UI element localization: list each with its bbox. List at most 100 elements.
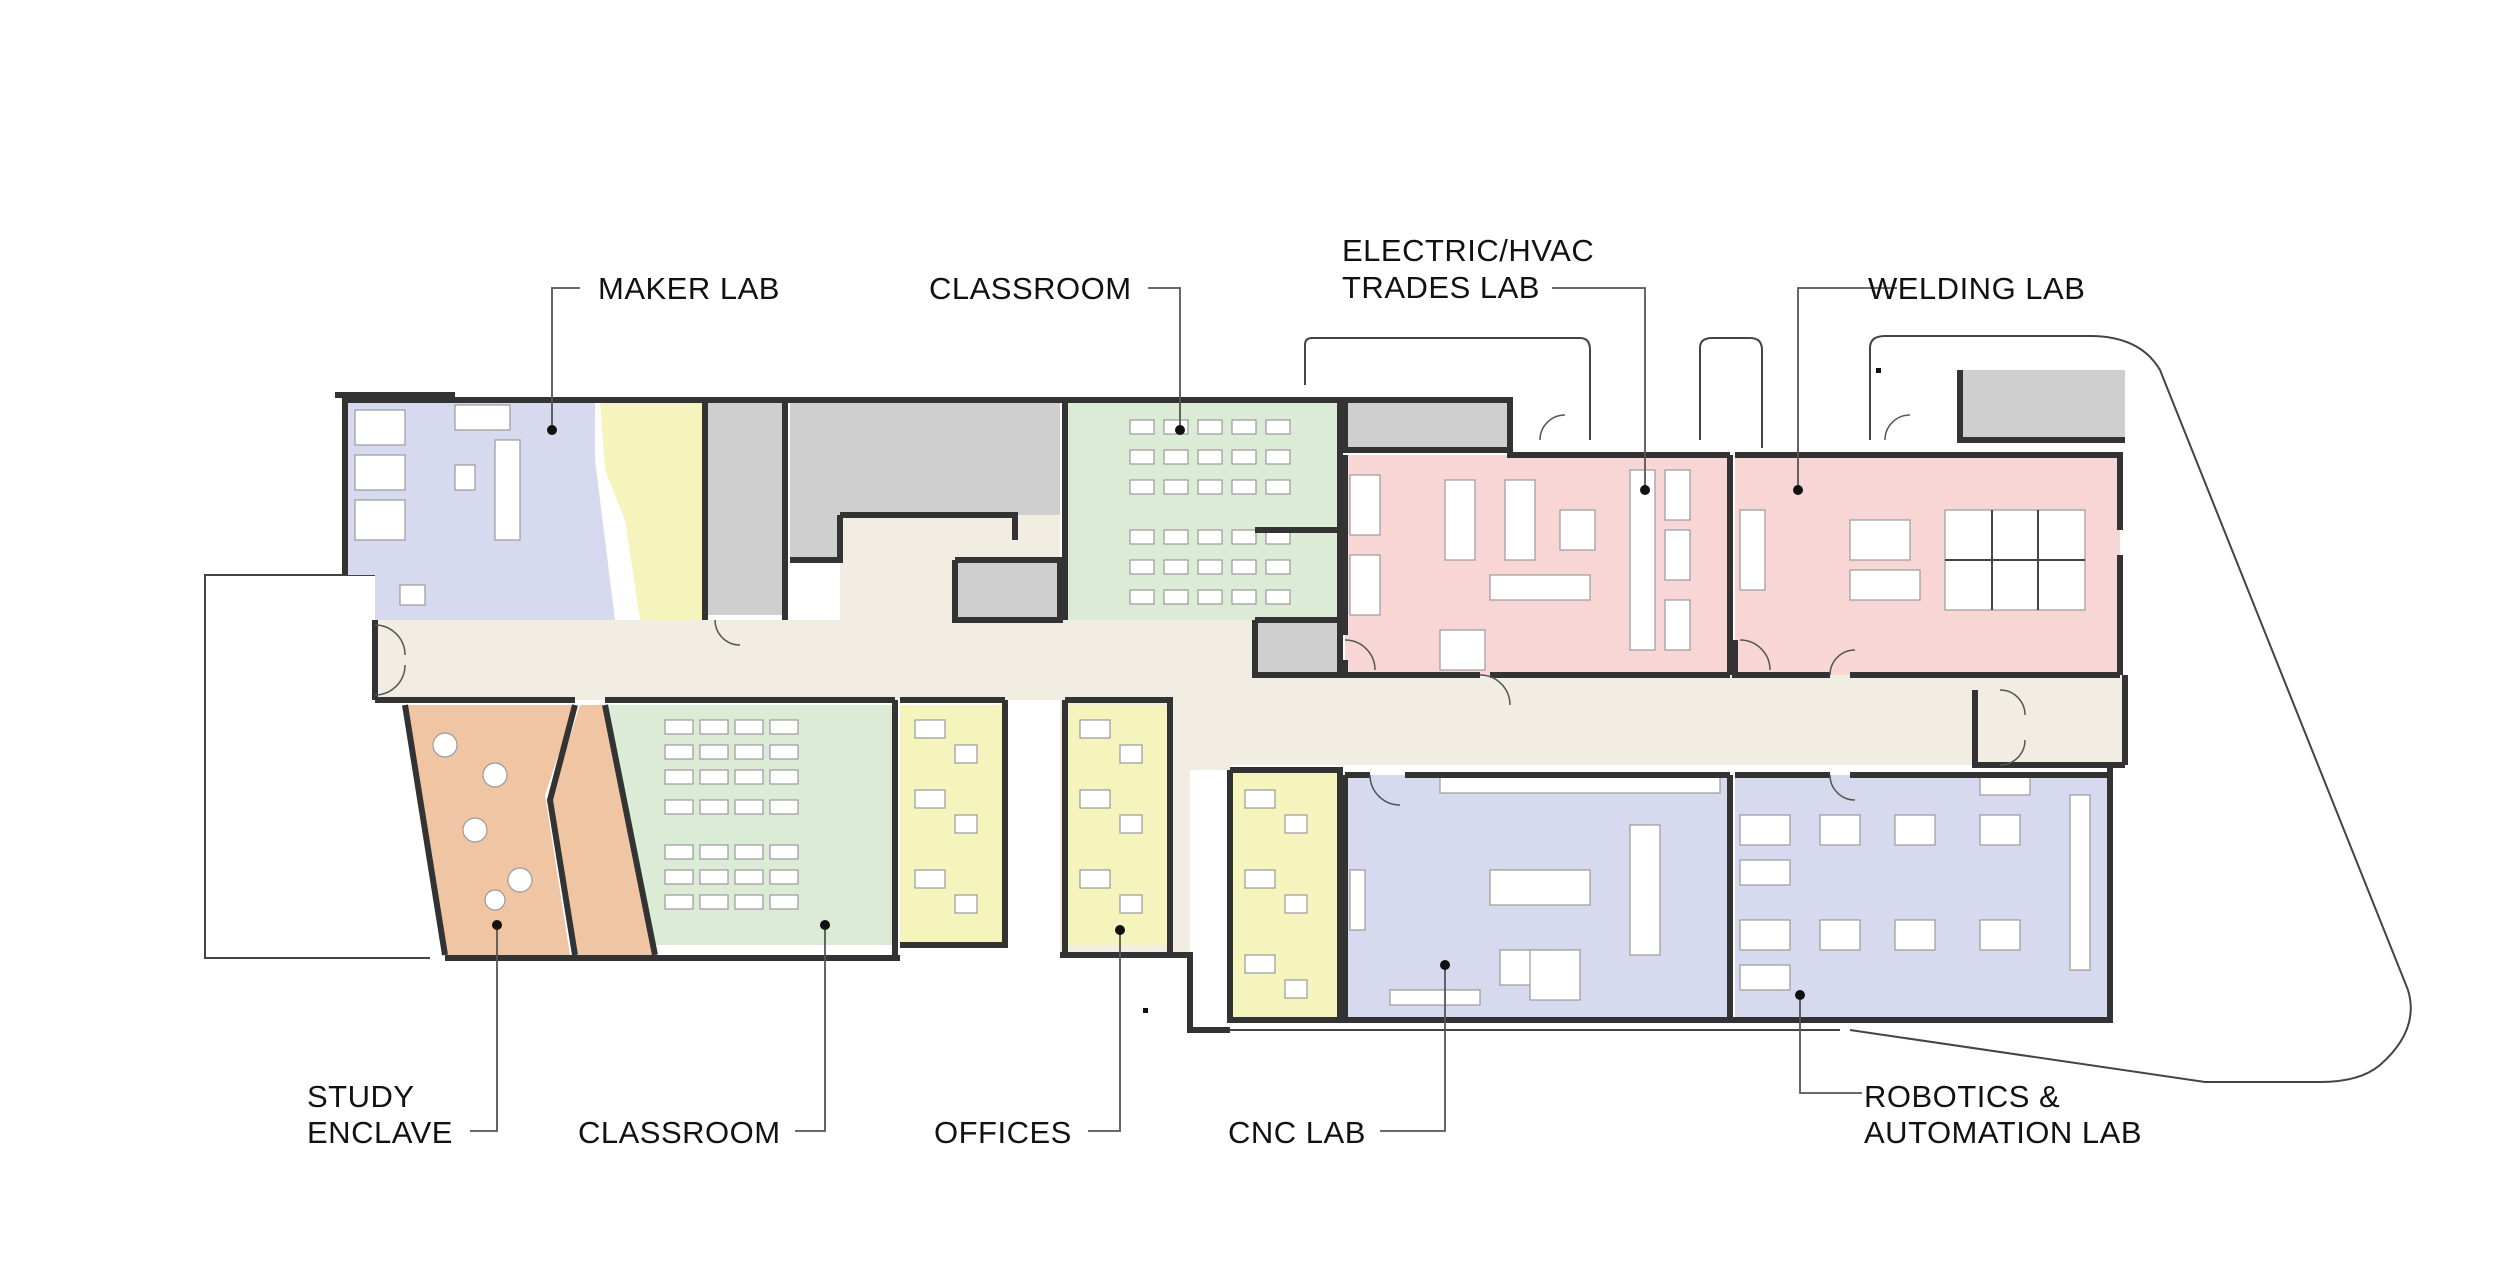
desk [769, 769, 799, 785]
corridor [375, 530, 2060, 955]
desk [1129, 419, 1155, 435]
desk [1265, 589, 1291, 605]
desk [664, 894, 694, 910]
desk [1244, 954, 1276, 974]
desk [1197, 559, 1223, 575]
label-electric-hvac-line1: ELECTRIC/HVAC [1342, 233, 1594, 268]
room-classroom-bottom [608, 705, 895, 945]
desk [914, 719, 946, 739]
furniture [354, 404, 2091, 1006]
desk [1163, 529, 1189, 545]
desk [1163, 449, 1189, 465]
desk [1197, 449, 1223, 465]
desk [954, 814, 978, 834]
desk [1079, 719, 1111, 739]
desk [1231, 479, 1257, 495]
room-markers [492, 368, 1881, 1013]
label-welding-lab: WELDING LAB [1868, 271, 2085, 306]
desk [1197, 419, 1223, 435]
room-maker-lab [345, 400, 615, 620]
desk [1079, 789, 1111, 809]
desk [734, 869, 764, 885]
desk [1129, 559, 1155, 575]
label-robotics-line2: AUTOMATION LAB [1864, 1115, 2142, 1150]
desk [734, 719, 764, 735]
desk [734, 769, 764, 785]
desk [1197, 529, 1223, 545]
label-robotics-line1: ROBOTICS & [1864, 1079, 2060, 1114]
desk [769, 719, 799, 735]
desk [769, 844, 799, 860]
desk [1129, 449, 1155, 465]
room-maker-support [600, 400, 705, 620]
label-study-line1: STUDY [307, 1079, 415, 1114]
desk [664, 744, 694, 760]
label-maker-lab: MAKER LAB [598, 271, 780, 306]
desk [1119, 894, 1143, 914]
desk [1231, 559, 1257, 575]
desk [664, 719, 694, 735]
label-offices: OFFICES [934, 1115, 1072, 1150]
desk [699, 869, 729, 885]
room-labels: MAKER LAB CLASSROOM ELECTRIC/HVAC TRADES… [307, 233, 2142, 1150]
desk [1119, 744, 1143, 764]
desk [769, 799, 799, 815]
label-cnc-lab: CNC LAB [1228, 1115, 1366, 1150]
desk [914, 869, 946, 889]
desk [1197, 589, 1223, 605]
site-outline [204, 335, 2412, 1083]
desk [699, 844, 729, 860]
room-service [705, 400, 785, 615]
desk [1231, 589, 1257, 605]
desk [1119, 814, 1143, 834]
desk [734, 744, 764, 760]
walls [335, 370, 2128, 1033]
desk [1265, 419, 1291, 435]
desk [664, 869, 694, 885]
desk [1197, 479, 1223, 495]
doors [374, 414, 2026, 806]
desk [1231, 419, 1257, 435]
desk [1284, 979, 1308, 999]
label-classroom-top: CLASSROOM [929, 271, 1132, 306]
label-classroom-bottom: CLASSROOM [578, 1115, 781, 1150]
desk [1129, 589, 1155, 605]
desk [1231, 449, 1257, 465]
desk [954, 744, 978, 764]
desk [664, 769, 694, 785]
desk [769, 744, 799, 760]
desk [769, 894, 799, 910]
label-study-line2: ENCLAVE [307, 1115, 453, 1150]
room-robotics-lab [1735, 775, 2110, 1020]
label-electric-hvac-line2: TRADES LAB [1342, 270, 1540, 305]
desk [734, 894, 764, 910]
desk [769, 869, 799, 885]
desk [699, 769, 729, 785]
desk [1163, 589, 1189, 605]
desk [1079, 869, 1111, 889]
desk [1265, 479, 1291, 495]
desk [1129, 529, 1155, 545]
desk [1284, 814, 1308, 834]
desk [734, 799, 764, 815]
desk [1265, 449, 1291, 465]
desk [1129, 479, 1155, 495]
desk [1244, 869, 1276, 889]
desk [954, 894, 978, 914]
desk [734, 844, 764, 860]
room-offices-left [900, 705, 1005, 945]
desk [1284, 894, 1308, 914]
desk [699, 799, 729, 815]
desk [664, 844, 694, 860]
desk [664, 799, 694, 815]
desk [1163, 559, 1189, 575]
desk [699, 744, 729, 760]
desk [1231, 529, 1257, 545]
desk [1163, 479, 1189, 495]
room-offices-mid [1065, 705, 1170, 945]
desk [699, 719, 729, 735]
desk [914, 789, 946, 809]
room-study-enclave [405, 705, 575, 955]
leader-lines [470, 287, 1897, 1132]
